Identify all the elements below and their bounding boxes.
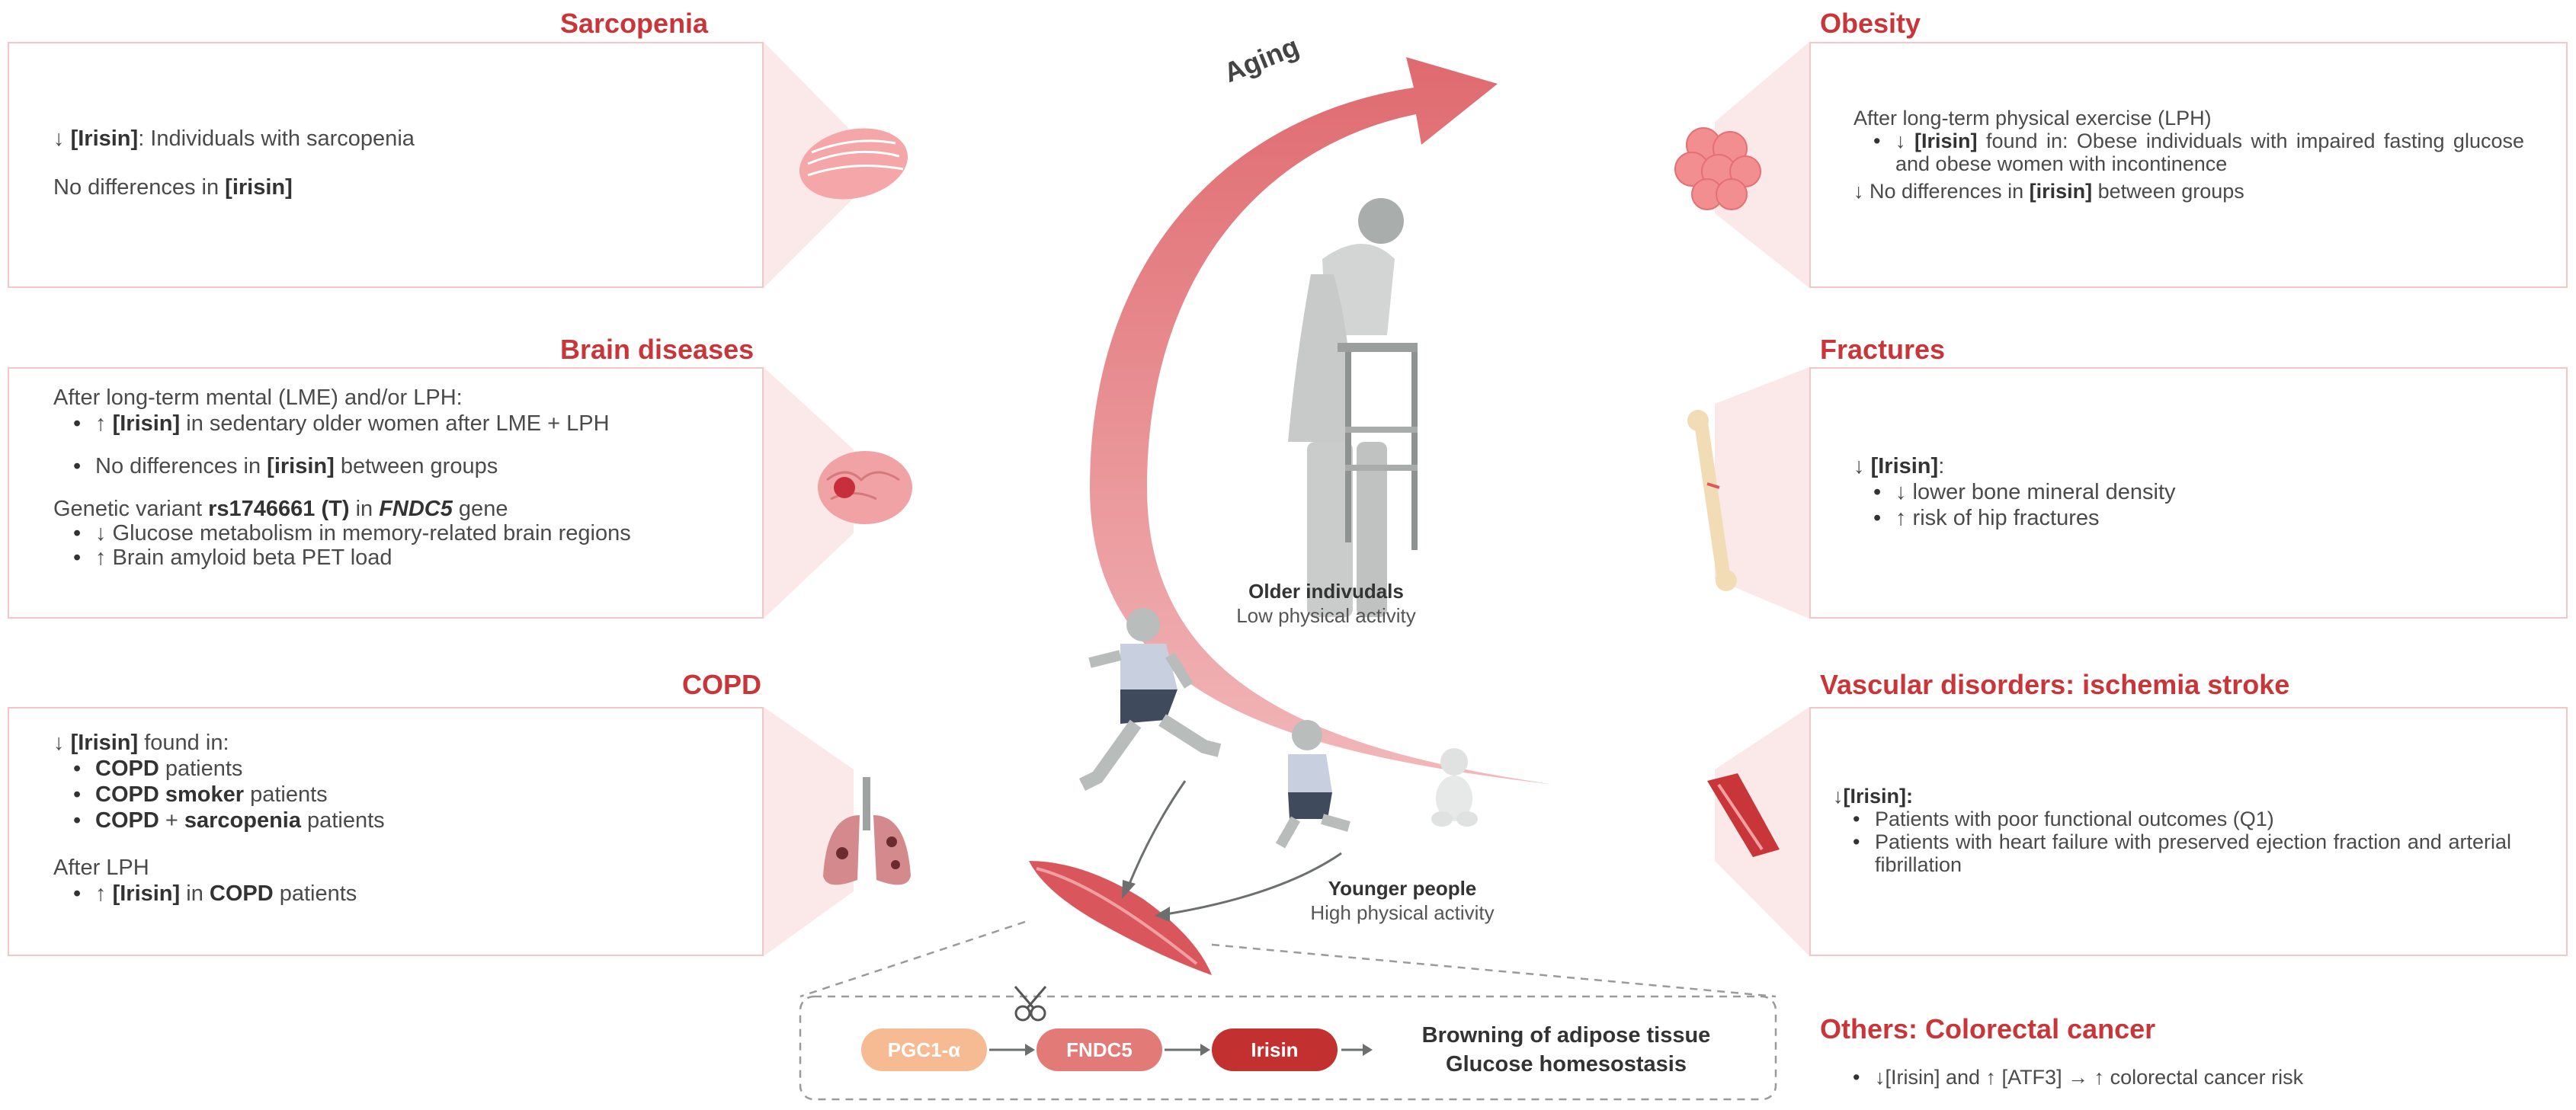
muscle-icon	[1029, 861, 1212, 975]
aging-arrow	[1090, 57, 1555, 785]
pgc1a-pill: PGC1-α	[887, 1038, 961, 1061]
obesity-text: After long-term physical exercise (LPH) …	[1854, 107, 2524, 203]
bone-icon	[1687, 410, 1737, 591]
copd-title: COPD	[682, 669, 762, 700]
muscle-tissue-icon	[799, 128, 908, 200]
brain-box	[8, 367, 764, 619]
child-runner-icon	[1275, 720, 1350, 849]
fractures-connector	[1715, 367, 1809, 619]
pathway-outcome: Browning of adipose tissue Glucose homes…	[1421, 1023, 1711, 1076]
fractures-title: Fractures	[1820, 334, 1946, 365]
fractures-text: ↓ [Irisin]: ↓ lower bone mineral density…	[1854, 453, 2524, 531]
adipose-cells-icon	[1674, 127, 1761, 210]
brain-title: Brain diseases	[560, 334, 755, 365]
scissors-icon	[1014, 986, 1047, 1022]
blood-vessel-icon	[1707, 773, 1780, 857]
copd-text: ↓ [Irisin] found in: COPD patients COPD …	[53, 730, 724, 907]
brain-connector	[764, 367, 854, 619]
vascular-text: ↓[Irisin]: Patients with poor functional…	[1833, 785, 2511, 876]
baby-icon	[1431, 748, 1478, 827]
irisin-pill: Irisin	[1251, 1038, 1299, 1061]
vascular-title: Vascular disorders: ischemia stroke	[1820, 669, 2290, 700]
sarcopenia-title: Sarcopenia	[560, 8, 709, 39]
fndc5-pill: FNDC5	[1066, 1038, 1133, 1061]
brain-text: After long-term mental (LME) and/or LPH:…	[53, 385, 724, 571]
others-title: Others: Colorectal cancer	[1820, 1013, 2156, 1044]
runner-icon	[1078, 608, 1222, 792]
copd-connector	[764, 707, 854, 956]
lungs-icon	[823, 777, 911, 885]
elderly-walker-icon	[1288, 198, 1418, 617]
sarcopenia-box	[8, 42, 764, 288]
sarcopenia-text: ↓ [Irisin]: Individuals with sarcopenia …	[53, 126, 415, 200]
brain-icon	[818, 451, 912, 524]
obesity-title: Obesity	[1820, 8, 1921, 39]
obesity-connector	[1715, 42, 1809, 288]
others-text: ↓[Irisin] and ↑ [ATF3] → ↑ colorectal ca…	[1833, 1064, 2565, 1090]
